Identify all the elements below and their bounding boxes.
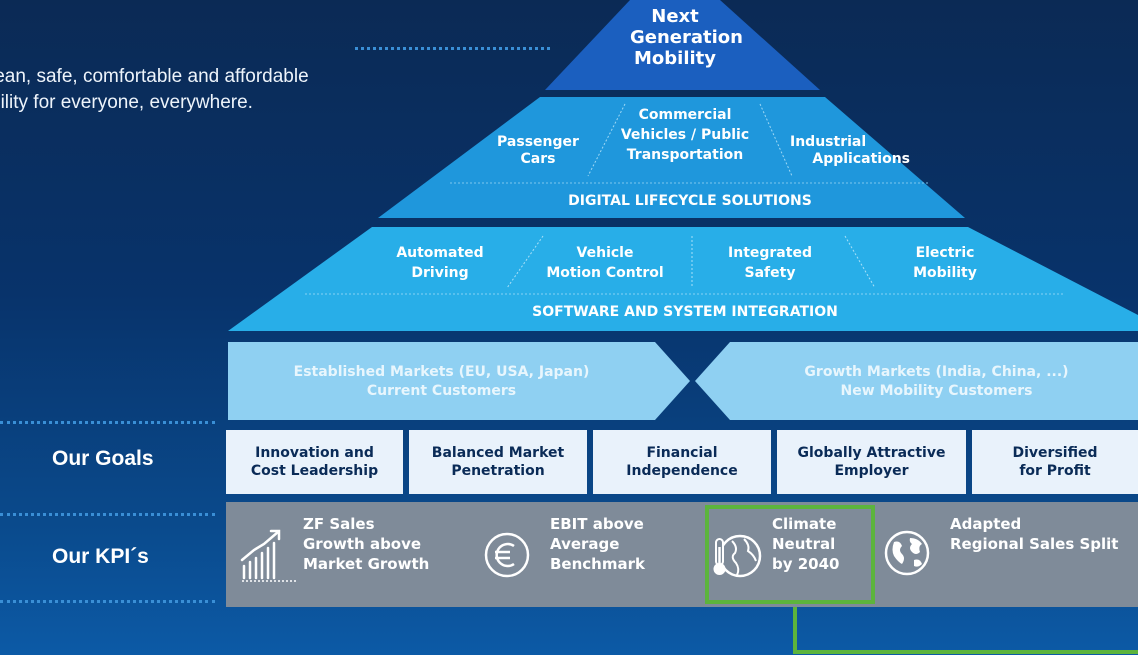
tier3-slash-1 — [506, 235, 544, 289]
markets-line: New Mobility Customers — [840, 383, 1033, 399]
tier2-item-industrial-applications: Industrial Applications — [785, 134, 915, 168]
markets-line: Current Customers — [366, 383, 517, 399]
pyramid-tier3-shape — [228, 227, 1138, 331]
kpi-ebit: EBIT above Average Benchmark — [550, 514, 645, 574]
climate-kpi-highlight — [705, 505, 875, 604]
tier2-slash-2 — [759, 103, 793, 177]
kpi-sales-growth: ZF Sales Growth above Market Growth — [303, 514, 429, 574]
kpi-line: EBIT above — [550, 515, 644, 533]
kpi-climate-neutral: Climate Neutral by 2040 — [772, 514, 840, 574]
goal-diversified: Diversified for Profit — [972, 430, 1138, 494]
goal-line: Balanced Market — [431, 445, 565, 461]
tier3-banner: SOFTWARE AND SYSTEM INTEGRATION — [532, 304, 838, 320]
markets-established: Established Markets (EU, USA, Japan) Cur… — [228, 364, 655, 400]
kpi-regional-sales: Adapted Regional Sales Split — [950, 514, 1118, 554]
goal-line: Innovation and — [255, 445, 374, 461]
tier2-item-commercial-vehicles: Commercial Vehicles / Public Transportat… — [610, 107, 760, 164]
tier3-item-line: Driving — [411, 265, 469, 281]
tier2-item-line: Industrial — [790, 134, 867, 150]
tier3-item-line: Vehicle — [576, 245, 634, 261]
goal-line: Independence — [626, 463, 738, 479]
markets-line: Growth Markets (India, China, ...) — [804, 364, 1069, 380]
tier3-item-line: Motion Control — [546, 265, 664, 281]
tier3-item-electric-mobility: Electric Mobility — [885, 245, 1005, 282]
mission-line-1: lean, safe, comfortable and affordable — [0, 66, 309, 87]
kpi-line: Average — [550, 535, 620, 553]
mission-statement: lean, safe, comfortable and affordable b… — [0, 64, 309, 116]
kpi-line: Adapted — [950, 515, 1022, 533]
tier2-item-line: Vehicles / Public — [620, 127, 750, 143]
pyramid-tier2-shape — [378, 97, 965, 218]
pyramid-top-line-1: Next — [651, 6, 699, 27]
markets-right-shape — [695, 342, 1138, 420]
kpi-line: by 2040 — [772, 555, 840, 573]
tier3-item-line: Mobility — [913, 265, 977, 281]
tier3-item-vehicle-motion-control: Vehicle Motion Control — [535, 245, 675, 282]
mission-dotted-connector — [355, 47, 550, 50]
pyramid-top-label: Next Generation Mobility — [630, 6, 743, 69]
pyramid-top-line-2: Generation — [630, 27, 743, 48]
kpi-line: ZF Sales — [303, 515, 375, 533]
growth-bars-icon — [240, 529, 296, 582]
goal-line: Diversified — [1012, 445, 1098, 461]
markets-growth: Growth Markets (India, China, ...) New M… — [735, 364, 1138, 400]
tier3-item-line: Automated — [396, 245, 484, 261]
kpi-line: Climate — [772, 515, 837, 533]
euro-icon — [484, 532, 530, 578]
climate-globe-icon — [713, 534, 762, 578]
goals-dotted-bottom — [0, 513, 215, 516]
kpis-label: Our KPI´s — [52, 545, 149, 568]
mission-line-2: bility for everyone, everywhere. — [0, 92, 253, 113]
goal-line: for Profit — [1019, 463, 1091, 479]
markets-left-shape — [228, 342, 690, 420]
tier2-item-passenger-cars: Passenger Cars — [488, 134, 588, 168]
pyramid-top-shape — [545, 0, 820, 90]
tier2-item-line: Commercial — [638, 107, 732, 123]
kpi-line: Neutral — [772, 535, 836, 553]
highlight-connector — [793, 604, 1138, 654]
tier3-item-automated-driving: Automated Driving — [380, 245, 500, 282]
tier2-banner: DIGITAL LIFECYCLE SOLUTIONS — [568, 193, 812, 209]
kpis-dotted-bottom — [0, 600, 215, 603]
goal-line: Cost Leadership — [250, 463, 379, 479]
kpi-line: Benchmark — [550, 555, 645, 573]
tier2-slash-1 — [587, 103, 626, 177]
goal-line: Penetration — [451, 463, 545, 479]
kpi-line: Market Growth — [303, 555, 430, 573]
goals-dotted-top — [0, 421, 215, 424]
goal-line: Employer — [834, 463, 909, 479]
kpi-bar — [226, 502, 1138, 607]
tier3-item-line: Integrated — [728, 245, 812, 261]
tier2-item-line: Passenger — [497, 134, 579, 150]
kpi-line: Growth above — [303, 535, 422, 553]
globe-icon — [884, 530, 930, 576]
tier3-item-line: Safety — [744, 265, 796, 281]
goal-line: Globally Attractive — [797, 445, 946, 461]
goals-label: Our Goals — [52, 447, 154, 470]
tier3-item-integrated-safety: Integrated Safety — [705, 245, 835, 282]
tier2-item-line: Applications — [812, 151, 910, 167]
pyramid-top-line-3: Mobility — [633, 48, 716, 69]
kpi-line: Regional Sales Split — [950, 535, 1119, 553]
tier3-item-line: Electric — [915, 245, 975, 261]
goal-line: Financial — [646, 445, 718, 461]
markets-line: Established Markets (EU, USA, Japan) — [293, 364, 590, 380]
tier2-item-line: Transportation — [626, 147, 744, 163]
tier2-item-line: Cars — [520, 151, 556, 167]
